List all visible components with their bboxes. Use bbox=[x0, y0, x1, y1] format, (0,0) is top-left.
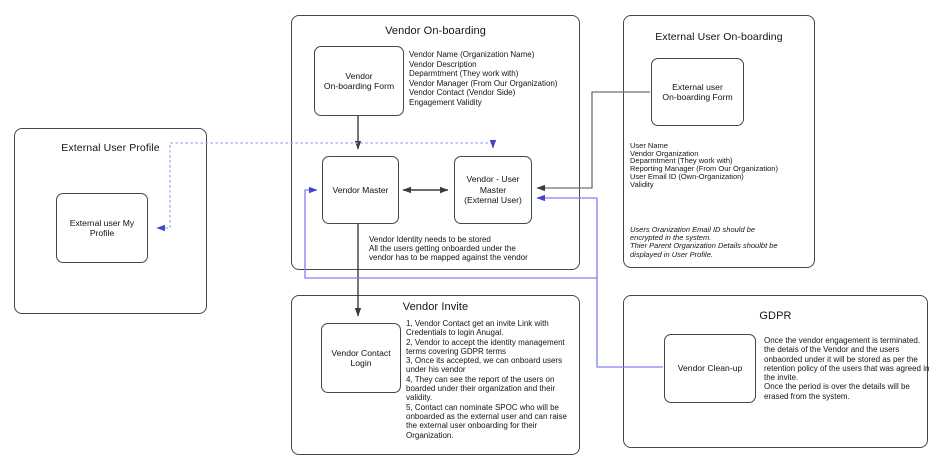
vendor-identity-note: Vendor Identity needs to be stored All t… bbox=[369, 235, 528, 263]
vendor-user-master-node: Vendor - User Master (External User) bbox=[454, 156, 532, 224]
gdpr-title: GDPR bbox=[759, 310, 792, 322]
external-user-my-profile-node: External user My Profile bbox=[56, 193, 148, 263]
external-user-onboarding-title: External User On-boarding bbox=[655, 31, 783, 43]
external-user-onboarding-group: External User On-boarding External user … bbox=[623, 15, 815, 268]
vendor-invite-steps: 1, Vendor Contact get an invite Link wit… bbox=[406, 319, 567, 440]
vendor-invite-title: Vendor Invite bbox=[402, 301, 469, 313]
vendor-onboarding-title: Vendor On-boarding bbox=[385, 25, 486, 37]
vendor-onboarding-fields: Vendor Name (Organization Name) Vendor D… bbox=[409, 50, 558, 107]
vendor-cleanup-node: Vendor Clean-up bbox=[664, 334, 756, 403]
external-user-profile-group: External User Profile External user My P… bbox=[14, 128, 207, 314]
external-user-onboarding-note: Users Oranization Email ID should be enc… bbox=[630, 225, 778, 259]
vendor-onboarding-form-node: Vendor On-boarding Form bbox=[314, 46, 404, 116]
vendor-invite-group: Vendor Invite Vendor Contact Login 1, Ve… bbox=[291, 295, 580, 455]
vendor-contact-login-node: Vendor Contact Login bbox=[321, 323, 401, 393]
external-user-profile-title: External User Profile bbox=[61, 142, 160, 154]
external-user-onboarding-fields: User Name Vendor Organization Deparmtmen… bbox=[630, 141, 778, 189]
vendor-master-node: Vendor Master bbox=[322, 156, 399, 224]
vendor-onboarding-group: Vendor On-boarding Vendor On-boarding Fo… bbox=[291, 15, 580, 270]
gdpr-note: Once the vendor engagement is terminated… bbox=[764, 336, 930, 401]
gdpr-group: GDPR Vendor Clean-up Once the vendor eng… bbox=[623, 295, 929, 448]
external-user-onboarding-form-node: External user On-boarding Form bbox=[651, 58, 744, 126]
